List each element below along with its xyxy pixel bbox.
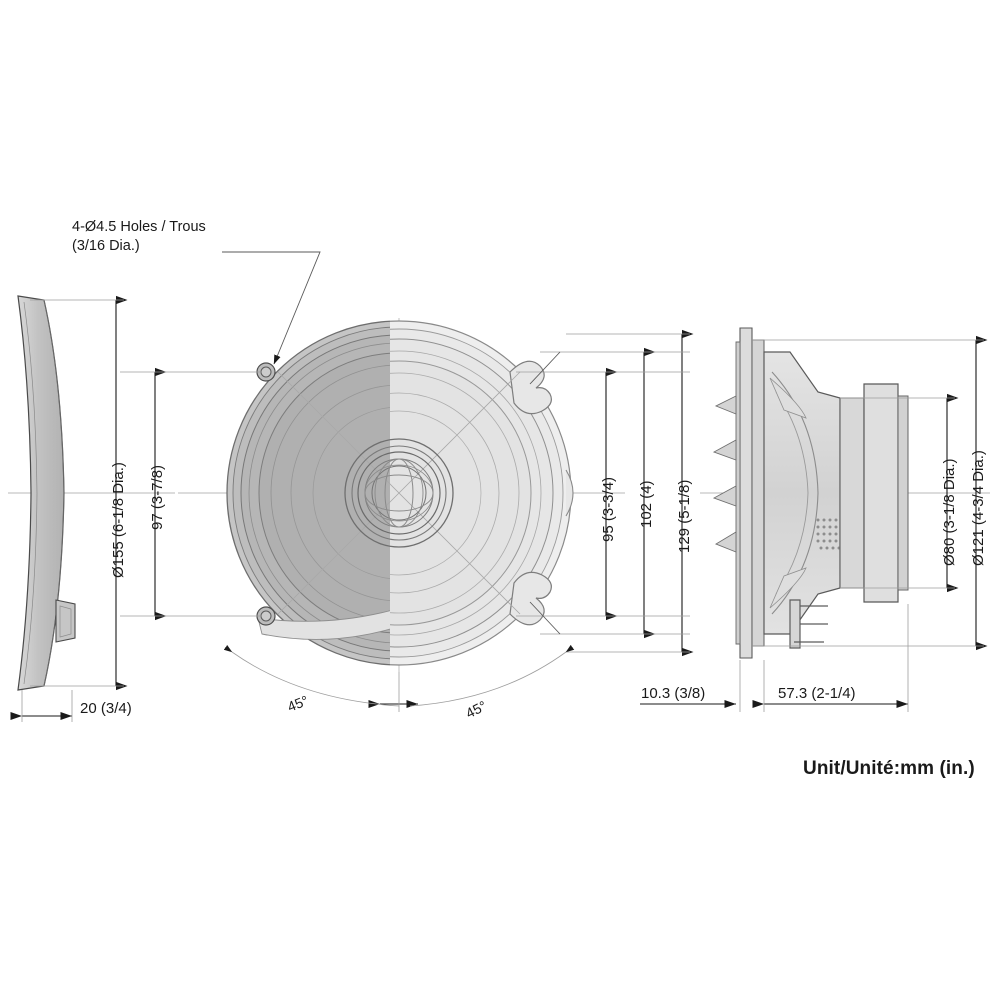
dim-flange-depth: 10.3 (3/8) <box>641 685 706 702</box>
dim-flange-dia-121: Ø121 (4-3/4 Dia.) <box>970 450 987 566</box>
dim-cutout-102: 102 (4) <box>638 480 655 528</box>
extension-lines <box>21 299 984 722</box>
dim-basket-dia-80: Ø80 (3-1/8 Dia.) <box>941 458 958 566</box>
leader-lines <box>222 251 561 635</box>
hole-callout-line2: (3/16 Dia.) <box>72 238 140 254</box>
speaker-front-view-split <box>226 320 574 666</box>
dimension-lines <box>10 295 988 721</box>
dim-cutout-95: 95 (3-3/4) <box>600 476 617 542</box>
unit-note: Unit/Unité:mm (in.) <box>803 758 975 779</box>
hole-callout-line1: 4-Ø4.5 Holes / Trous <box>72 219 206 235</box>
dim-grille-depth: 20 (3/4) <box>80 700 132 717</box>
dim-bolt-circle: 97 (3-7/8) <box>149 464 166 530</box>
speaker-cone-center <box>344 438 454 548</box>
grille-side-profile-view <box>17 295 76 691</box>
angle-arcs <box>223 644 575 707</box>
speaker-side-profile-view <box>712 327 909 659</box>
diagonal-center-lines <box>277 371 521 615</box>
dim-overall-129: 129 (5-1/8) <box>676 479 693 553</box>
dim-grille-outer-dia: Ø155 (6-1/8 Dia.) <box>110 462 127 578</box>
dim-body-depth: 57.3 (2-1/4) <box>778 685 856 702</box>
